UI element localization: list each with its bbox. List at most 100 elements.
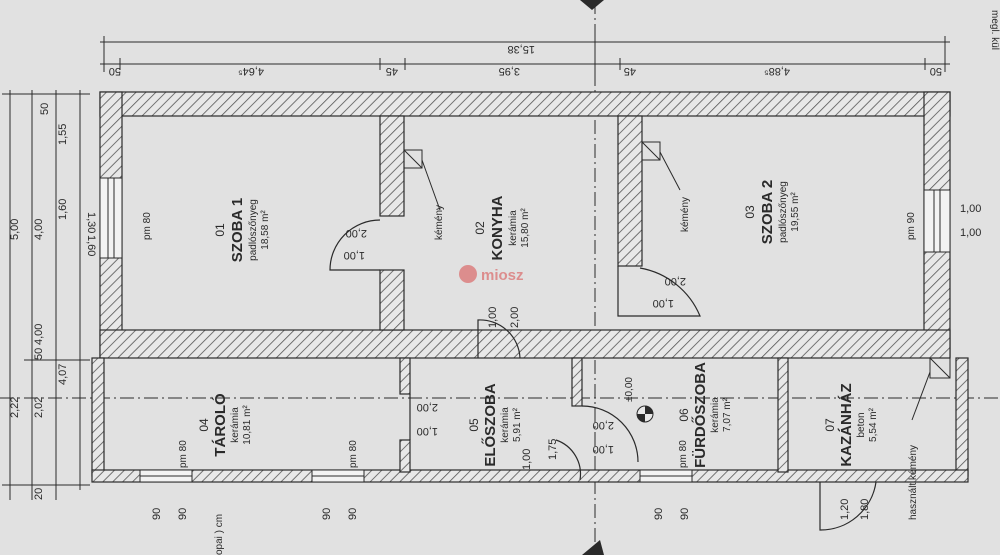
top-dimension-labels: 15,38 50 4,64⁵ 45 3,95 45 4,88⁵ 50 <box>109 43 942 77</box>
window-90-2b: 90 <box>347 508 359 520</box>
windows <box>99 177 951 483</box>
room-szoba1: 01 SZOBA 1 padlószőnyeg 18,58 m² <box>213 198 271 262</box>
room-number: 07 <box>823 418 837 432</box>
room-tarolo: 04 TÁROLÓ kerámia 10,81 m² <box>197 393 253 457</box>
bottom-note: opai ) cm <box>214 514 225 555</box>
door-200-furdo: 2,00 <box>593 419 614 431</box>
room-floor: padlószőnyeg <box>778 181 789 243</box>
door-100-szoba2: 1,00 <box>653 297 674 309</box>
door-100-eloszoba: 1,00 <box>521 449 533 470</box>
window-90-3b: 90 <box>679 508 691 520</box>
dim-seg-1: 50 <box>109 65 121 77</box>
doors <box>329 219 877 531</box>
dim-seg-4: 3,95 <box>499 65 520 77</box>
door-100-konyha: 1,00 <box>487 307 499 328</box>
dim-left-202: 2,02 <box>33 397 45 418</box>
room-szoba2: 03 SZOBA 2 padlószőnyeg 19,55 m² <box>743 180 801 244</box>
edge-marks <box>580 0 604 555</box>
room-kazanhaz: 07 KAZÁNHÁZ beton 5,54 m² <box>823 383 879 466</box>
room-area: 5,54 m² <box>868 407 879 442</box>
door-200-szoba1: 2,00 <box>346 227 367 239</box>
room-furdoszoba: 06 FÜRDŐSZOBA kerámia 7,07 m² <box>677 362 733 468</box>
room-name: SZOBA 1 <box>229 198 246 262</box>
dim-overall: 15,38 <box>507 43 535 55</box>
left-dimension-lines <box>2 90 90 500</box>
room-area: 7,07 m² <box>722 397 733 432</box>
room-floor: kerámia <box>230 407 241 443</box>
room-name: SZOBA 2 <box>759 180 776 244</box>
room-floor: kerámia <box>508 210 519 246</box>
walls <box>91 91 969 483</box>
room-eloszoba: 05 ELŐSZOBA kerámia 5,91 m² <box>467 383 523 467</box>
room-number: 04 <box>197 418 211 432</box>
dim-left-160a: 1,60 <box>57 199 69 220</box>
pm80-furdo: pm 80 <box>678 440 689 468</box>
dim-left-500: 5,00 <box>9 219 21 240</box>
door-200-tarolo: 2,00 <box>417 401 438 413</box>
chimneys <box>403 141 951 421</box>
room-name: FÜRDŐSZOBA <box>691 362 709 468</box>
door-120-kazan: 1,20 <box>839 499 851 520</box>
room-floor: beton <box>856 412 867 437</box>
room-number: 01 <box>213 223 227 237</box>
dim-left-50b: 50 <box>33 348 45 360</box>
room-area: 5,91 m² <box>512 407 523 442</box>
door-100-tarolo: 1,00 <box>417 425 438 437</box>
dim-left-20: 20 <box>33 488 45 500</box>
pm80-szoba1: pm 80 <box>142 212 153 240</box>
window-90-3a: 90 <box>653 508 665 520</box>
room-number: 02 <box>473 221 487 235</box>
top-dimension-lines <box>100 36 950 72</box>
room-name: KAZÁNHÁZ <box>838 383 855 466</box>
room-number: 05 <box>467 418 481 432</box>
window-90-2a: 90 <box>321 508 333 520</box>
dim-left-130: 1,30 <box>85 212 97 233</box>
window-szoba1 <box>99 177 123 259</box>
dim-left-400a: 4,00 <box>33 219 45 240</box>
room-name: TÁROLÓ <box>211 393 229 457</box>
level-marker: ±0,00 <box>624 377 654 423</box>
dim-left-407: 4,07 <box>57 364 69 385</box>
window-szoba2 <box>923 189 951 253</box>
dim-left-155: 1,55 <box>57 124 69 145</box>
door-175-eloszoba: 1,75 <box>547 439 559 460</box>
dim-left-50a: 50 <box>39 103 51 115</box>
pm80-tarolo: pm 80 <box>178 440 189 468</box>
kemeny-label-2: kémény <box>680 197 691 232</box>
room-area: 15,80 m² <box>520 208 531 248</box>
corner-note: megl. kül <box>989 10 1000 50</box>
door-100-furdo: 1,00 <box>593 443 614 455</box>
hasznalt-kemeny-label: használt kémény <box>908 445 919 520</box>
room-number: 06 <box>677 408 691 422</box>
dim-seg-2: 4,64⁵ <box>238 65 264 77</box>
room-name: ELŐSZOBA <box>481 383 499 467</box>
dim-seg-5: 45 <box>624 65 636 77</box>
room-floor: padlószőnyeg <box>248 199 259 261</box>
level-label: ±0,00 <box>624 377 635 402</box>
dim-szoba2-100b: 1,00 <box>960 227 981 239</box>
window-90-1a: 90 <box>151 508 163 520</box>
watermark-logo: miosz <box>459 265 524 284</box>
annotations: kémény kémény használt kémény pm 80 pm 9… <box>142 10 1000 555</box>
pm90-szoba2: pm 90 <box>906 212 917 240</box>
pm80-eloszoba: pm 80 <box>348 440 359 468</box>
kemeny-label-1: kémény <box>434 205 445 240</box>
room-floor: kerámia <box>710 397 721 433</box>
room-floor: kerámia <box>500 407 511 443</box>
dim-seg-6: 4,88⁵ <box>764 65 790 77</box>
dim-left-222: 2,22 <box>9 397 21 418</box>
door-180-kazan: 1,80 <box>859 499 871 520</box>
door-200-konyha: 2,00 <box>509 307 521 328</box>
left-dimension-labels: 5,00 4,00 1,55 50 1,60 1,30 1,60 4,00 50… <box>9 103 97 500</box>
watermark-text: miosz <box>481 267 524 284</box>
window-90-1b: 90 <box>177 508 189 520</box>
room-konyha: 02 KONYHA kerámia 15,80 m² <box>473 195 531 260</box>
dim-seg-7: 50 <box>930 65 942 77</box>
room-number: 03 <box>743 205 757 219</box>
dim-left-160b: 1,60 <box>85 235 97 256</box>
room-name: KONYHA <box>489 195 506 260</box>
dim-szoba2-100a: 1,00 <box>960 203 981 215</box>
room-area: 18,58 m² <box>260 210 271 250</box>
